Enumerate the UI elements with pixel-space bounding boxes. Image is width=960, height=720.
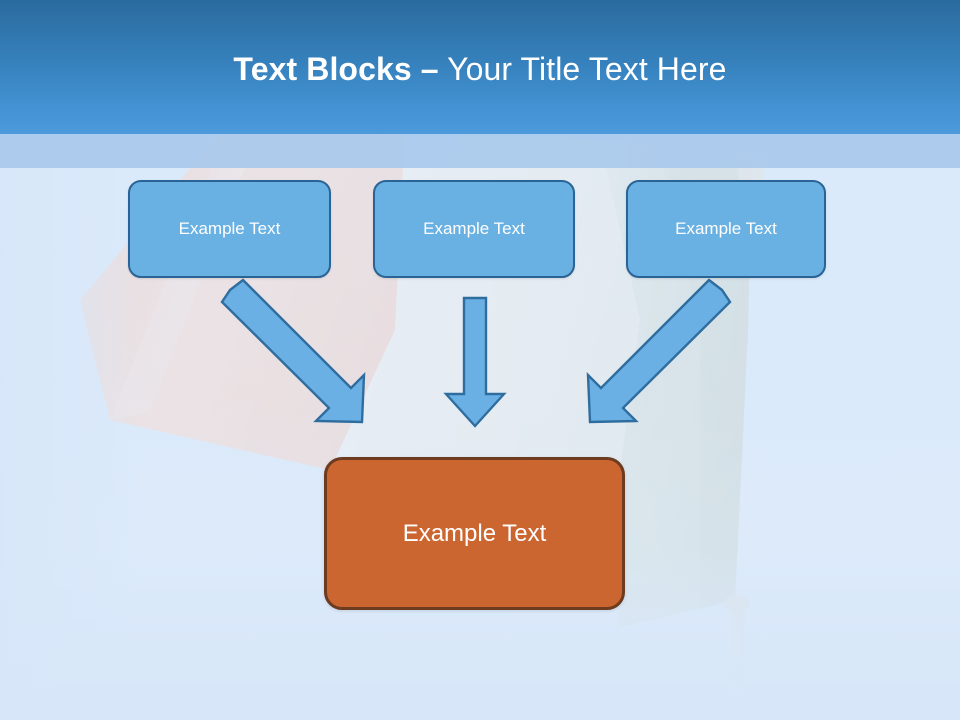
text-block-2-label: Example Text: [423, 219, 525, 238]
page-title: Text Blocks – Your Title Text Here: [0, 49, 960, 89]
arrow-down-left-icon: [586, 278, 732, 424]
text-block-3[interactable]: Example Text: [626, 180, 826, 278]
title-bar-accent-band: [0, 134, 960, 168]
text-block-1[interactable]: Example Text: [128, 180, 331, 278]
text-block-3-label: Example Text: [675, 219, 777, 238]
title-bar: [0, 0, 960, 134]
result-text-block-label: Example Text: [402, 519, 547, 547]
text-block-1-label: Example Text: [178, 219, 281, 238]
arrow-down-right-icon: [220, 278, 366, 424]
page-title-strong: Text Blocks –: [233, 51, 439, 87]
text-block-2[interactable]: Example Text: [373, 180, 575, 278]
page-title-light: Your Title Text Here: [438, 51, 727, 87]
arrow-down-icon: [443, 296, 507, 428]
result-text-block[interactable]: Example Text: [324, 457, 625, 610]
